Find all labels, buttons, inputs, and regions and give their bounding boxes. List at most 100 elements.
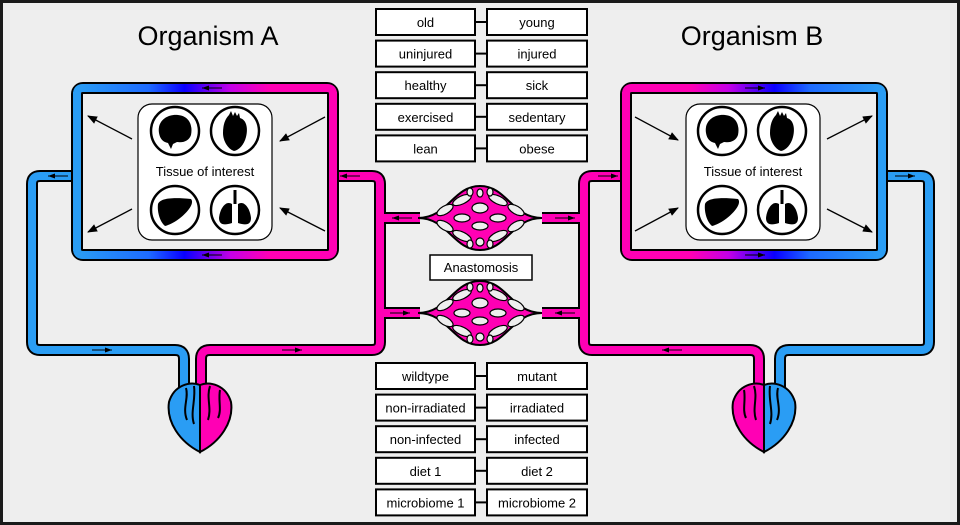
capillary-gap <box>486 239 494 249</box>
capillary-gap <box>471 316 489 326</box>
condition-box-b <box>486 425 588 454</box>
capillary-gap <box>436 298 454 312</box>
tissue-arrows-a <box>87 115 326 233</box>
condition-a-label: non-infected <box>390 432 462 447</box>
brain-icon <box>696 105 748 157</box>
condition-b-label: microbiome 2 <box>498 495 576 510</box>
condition-pair: exercised sedentary <box>375 102 588 131</box>
heart-icon <box>209 105 261 157</box>
condition-box-b <box>486 39 588 68</box>
arrow-in <box>634 207 679 232</box>
condition-a-label: non-irradiated <box>385 401 465 416</box>
condition-box-a <box>375 8 476 36</box>
organism-a-circulation <box>26 82 420 392</box>
condition-b-label: infected <box>514 432 560 447</box>
condition-pair: old young <box>375 8 588 36</box>
arrow-in <box>634 116 679 141</box>
lungs-icon <box>756 184 808 236</box>
capillary-gap <box>453 213 471 223</box>
capillary-gap <box>476 188 484 198</box>
capillary-gap <box>436 314 454 328</box>
anastomosis-network-top <box>417 184 543 252</box>
condition-pair: diet 1 diet 2 <box>375 456 588 485</box>
condition-box-a <box>375 456 476 485</box>
condition-box-a <box>375 102 476 131</box>
condition-box-a <box>375 71 476 100</box>
capillary-gap <box>466 239 474 249</box>
condition-pair: lean obese <box>375 134 588 163</box>
capillary-gap <box>507 314 525 328</box>
condition-a-label: healthy <box>405 78 447 93</box>
capillary-gap <box>486 334 494 344</box>
anastomosis-label: Anastomosis <box>444 260 519 275</box>
capillary-gap <box>471 297 489 309</box>
capillary-gap <box>466 334 474 344</box>
condition-box-a <box>375 362 476 390</box>
brain-icon <box>149 105 201 157</box>
condition-box-b <box>486 488 588 517</box>
capillary-gap <box>436 219 454 233</box>
condition-pair: non-infected infected <box>375 425 588 454</box>
capillary-gap <box>466 282 474 292</box>
condition-b-label: obese <box>519 141 554 156</box>
capillary-gap <box>466 187 474 197</box>
tissue-label-a: Tissue of interest <box>156 164 255 179</box>
capillary-gap <box>507 298 525 312</box>
condition-box-b <box>486 393 588 422</box>
condition-a-label: exercised <box>398 110 454 125</box>
artery-a <box>197 172 384 392</box>
condition-box-a <box>375 39 476 68</box>
condition-a-label: lean <box>413 141 438 156</box>
anastomosis-lens <box>417 184 543 252</box>
organism-a-title: Organism A <box>137 21 278 51</box>
capillary-gap <box>476 283 484 293</box>
condition-a-label: old <box>417 15 434 30</box>
arrow-out <box>826 115 873 140</box>
anastomosis-network-bottom <box>417 279 543 347</box>
capillary-gap <box>453 308 471 318</box>
condition-box-b <box>486 362 588 390</box>
condition-b-label: mutant <box>517 369 557 384</box>
lungs-icon <box>209 184 261 236</box>
capillary-gap <box>475 332 485 342</box>
vein-a <box>28 172 188 392</box>
condition-box-b <box>486 8 588 36</box>
capillary-gap <box>486 187 494 197</box>
condition-pair: non-irradiated irradiated <box>375 393 588 422</box>
anastomosis-label-box: Anastomosis <box>429 254 533 281</box>
anastomosis-lens <box>417 279 543 347</box>
vein-b <box>776 172 933 392</box>
artery-b <box>580 172 763 392</box>
liver-icon <box>696 184 748 236</box>
capillary-gap <box>436 203 454 217</box>
capillary-gap <box>489 308 507 318</box>
condition-a-label: diet 1 <box>410 464 442 479</box>
condition-box-b <box>486 134 588 163</box>
condition-b-label: irradiated <box>510 401 564 416</box>
arrow-out <box>826 208 873 233</box>
arrow-out <box>87 115 133 140</box>
condition-b-label: young <box>519 15 554 30</box>
capillary-gap <box>507 219 525 233</box>
condition-b-label: sedentary <box>508 110 566 125</box>
capillary-gap <box>489 213 507 223</box>
heart-b <box>731 382 797 454</box>
tissue-box-a: Tissue of interest <box>137 103 273 241</box>
tissue-label-b: Tissue of interest <box>704 164 803 179</box>
condition-a-label: uninjured <box>399 47 453 62</box>
arrow-in <box>279 116 326 142</box>
condition-box-a <box>375 425 476 454</box>
capillary-gap <box>475 237 485 247</box>
organism-b-circulation <box>542 82 935 392</box>
condition-b-label: diet 2 <box>521 464 553 479</box>
condition-a-label: microbiome 1 <box>386 495 464 510</box>
condition-box-b <box>486 102 588 131</box>
heart-a <box>167 382 233 454</box>
condition-box-b <box>486 456 588 485</box>
